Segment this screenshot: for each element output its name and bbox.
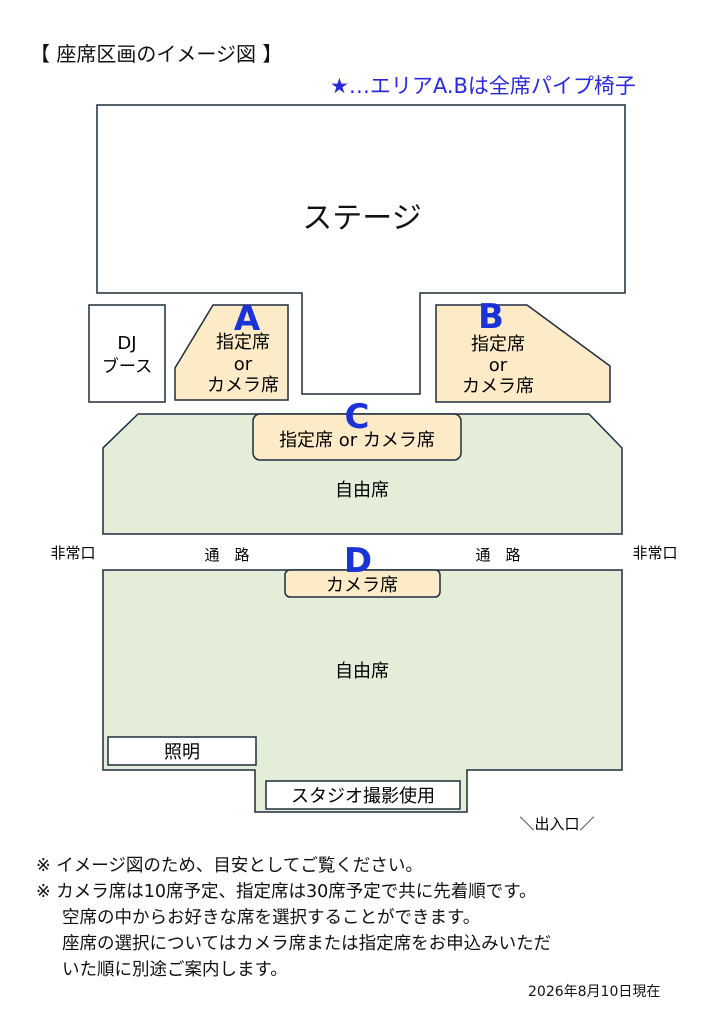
area-a-line2: or (234, 354, 253, 375)
area-c-section (252, 413, 462, 461)
date-note: 2026年8月10日現在 (528, 984, 661, 1000)
emergency-exit-right: 非常口 (632, 544, 677, 562)
note-line-2: ※ カメラ席は10席予定、指定席は30席予定で共に先着順です。 (36, 882, 537, 902)
area-b-section (435, 304, 611, 403)
area-d-section (284, 569, 441, 598)
area-a-letter: A (234, 299, 261, 339)
lower-free-section (102, 569, 623, 813)
area-d-letter: D (344, 541, 372, 581)
area-a-line1: 指定席 (216, 332, 270, 353)
stage-label: ステージ (302, 201, 421, 236)
note-line-1: ※ イメージ図のため、目安としてご覧ください。 (36, 856, 423, 876)
area-d-label: カメラ席 (326, 575, 398, 596)
star-note: ★…エリアA.Bは全席パイプ椅子 (330, 74, 636, 98)
area-c-label: 指定席 or カメラ席 (279, 430, 435, 451)
dj-booth (88, 304, 166, 403)
studio-area (265, 780, 461, 810)
lighting-label: 照明 (164, 742, 200, 763)
notes-block: ※ イメージ図のため、目安としてご覧ください。 ※ カメラ席は10席予定、指定席… (36, 853, 551, 983)
lower-free-label: 自由席 (335, 661, 389, 682)
lighting-area (107, 736, 257, 766)
dj-booth-line2: ブース (102, 356, 152, 377)
emergency-exit-left: 非常口 (50, 544, 95, 562)
passage-left: 通 路 (204, 546, 249, 564)
stage (96, 104, 626, 395)
note-line-5: いた順に別途ご案内します。 (62, 960, 288, 980)
area-a-line3: カメラ席 (207, 375, 279, 396)
area-a-section (174, 304, 289, 401)
area-b-line3: カメラ席 (462, 376, 534, 397)
area-b-line1: 指定席 (471, 334, 525, 355)
upper-free-section (102, 413, 623, 535)
note-line-4: 座席の選択についてはカメラ席または指定席をお申込みいただ (62, 934, 552, 954)
area-b-line2: or (489, 355, 508, 376)
area-c-letter: C (345, 397, 370, 437)
page-title: 【 座席区画のイメージ図 】 (30, 42, 283, 66)
studio-label: スタジオ撮影使用 (291, 786, 435, 807)
note-line-3: 空席の中からお好きな席を選択することができます。 (62, 908, 481, 928)
passage-right: 通 路 (475, 546, 520, 564)
upper-free-label: 自由席 (335, 480, 389, 501)
entrance-label: ＼出入口／ (519, 815, 594, 833)
dj-booth-line1: DJ (117, 333, 136, 354)
area-b-letter: B (478, 297, 504, 337)
